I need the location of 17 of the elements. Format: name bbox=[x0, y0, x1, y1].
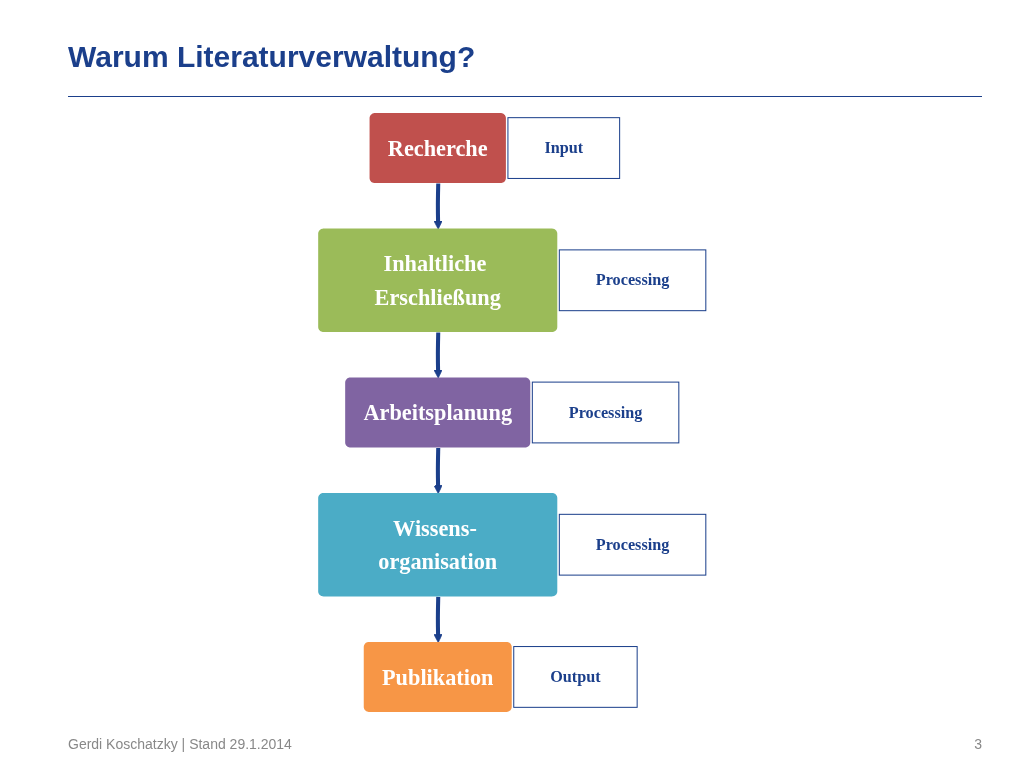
node-box: Recherche bbox=[369, 113, 506, 183]
node-box: Inhaltliche Erschließung bbox=[318, 228, 558, 332]
arrow bbox=[433, 596, 443, 643]
node-box: Arbeitsplanung bbox=[345, 377, 531, 448]
node-box: Wissens- organisation bbox=[318, 493, 558, 597]
page-number: 3 bbox=[974, 736, 982, 752]
node-label: Processing bbox=[595, 535, 670, 553]
node-label: Input bbox=[544, 138, 584, 157]
arrow bbox=[433, 183, 443, 230]
node-box: Publikation bbox=[363, 642, 512, 712]
arrow bbox=[433, 447, 443, 494]
node-label: Processing bbox=[568, 403, 643, 421]
slide-title: Warum Literaturverwaltung? bbox=[68, 40, 476, 74]
arrow bbox=[433, 332, 443, 379]
node-label: Output bbox=[550, 667, 601, 686]
node-label: Processing bbox=[595, 271, 670, 289]
footer-text: Gerdi Koschatzky | Stand 29.1.2014 bbox=[68, 736, 292, 752]
